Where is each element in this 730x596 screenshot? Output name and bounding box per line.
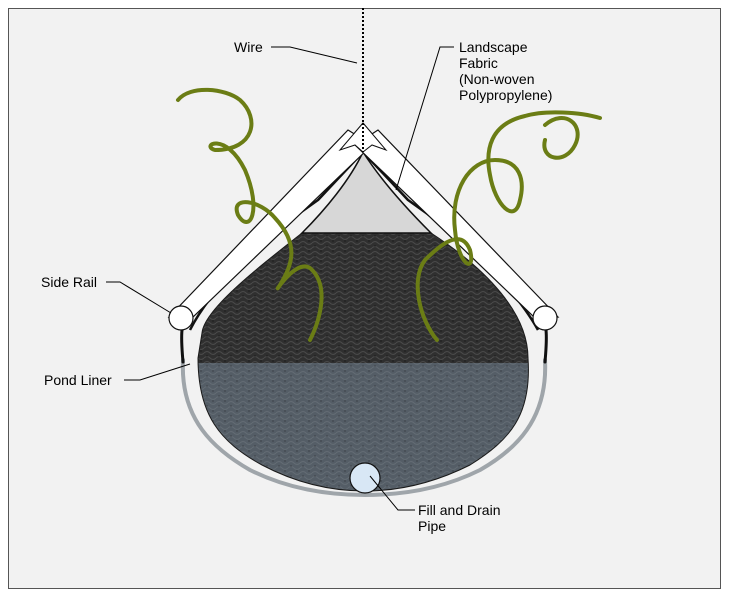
pond-liner-leader bbox=[124, 363, 191, 381]
fill-drain-pipe bbox=[349, 462, 381, 494]
wire-leader bbox=[271, 46, 358, 64]
pond-liner-upper-right bbox=[543, 328, 548, 364]
pond-liner-upper-left bbox=[180, 328, 185, 364]
wire-label: Wire bbox=[234, 39, 263, 55]
fabric-leader bbox=[395, 46, 454, 191]
side-rail-leader bbox=[106, 281, 172, 314]
fill-drain-pipe-label-line-2: Pipe bbox=[418, 518, 446, 534]
landscape-fabric-label-line-4: Polypropylene) bbox=[459, 87, 552, 103]
landscape-fabric-label-line-3: (Non-woven bbox=[459, 71, 534, 87]
vine-left bbox=[176, 87, 324, 342]
pond-liner-label: Pond Liner bbox=[44, 372, 112, 388]
vine-right bbox=[415, 110, 602, 342]
landscape-fabric-label-line-2: Fabric bbox=[459, 55, 498, 71]
pond-liner-lower bbox=[180, 358, 548, 498]
landscape-fabric-label-line-1: Landscape bbox=[459, 39, 528, 55]
landscape-fabric bbox=[300, 150, 433, 234]
fill-drain-pipe-label-line-1: Fill and Drain bbox=[418, 502, 500, 518]
pipe-leader bbox=[369, 475, 415, 511]
side-rail-label: Side Rail bbox=[41, 274, 97, 290]
vine-right-curl bbox=[542, 116, 580, 160]
